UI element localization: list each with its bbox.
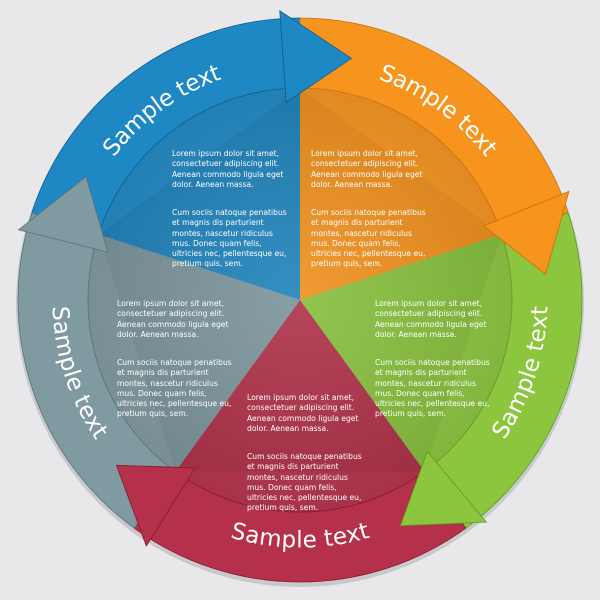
segment-green-arrow <box>399 450 488 527</box>
segment-gray-paragraph-2: Cum sociis natoque penatibus et magnis d… <box>117 358 232 419</box>
segment-orange-text: Lorem ipsum dolor sit amet, consectetuer… <box>311 139 461 280</box>
segment-red-text: Lorem ipsum dolor sit amet, consectetuer… <box>247 383 397 524</box>
segment-orange-paragraph-2: Cum sociis natoque penatibus et magnis d… <box>311 208 426 269</box>
segment-gray-text: Lorem ipsum dolor sit amet, consectetuer… <box>117 289 267 430</box>
segment-blue-paragraph-2: Cum sociis natoque penatibus et magnis d… <box>172 208 287 269</box>
segment-orange-arrow <box>482 190 570 275</box>
segment-green-paragraph-2: Cum sociis natoque penatibus et magnis d… <box>375 358 490 419</box>
segment-blue-paragraph-1: Lorem ipsum dolor sit amet, consectetuer… <box>172 149 284 189</box>
segment-gray-band <box>17 212 176 529</box>
segment-gray-arrow <box>17 175 109 253</box>
segment-blue-text: Lorem ipsum dolor sit amet, consectetuer… <box>172 139 322 280</box>
segment-orange-paragraph-1: Lorem ipsum dolor sit amet, consectetuer… <box>311 149 423 189</box>
segment-blue-arrow <box>279 9 353 104</box>
segment-red-arrow <box>115 464 196 547</box>
segment-green-paragraph-1: Lorem ipsum dolor sit amet, consectetuer… <box>375 299 487 339</box>
circle-gloss <box>18 18 582 582</box>
segment-red-paragraph-2: Cum sociis natoque penatibus et magnis d… <box>247 452 362 513</box>
segment-red-paragraph-1: Lorem ipsum dolor sit amet, consectetuer… <box>247 393 359 433</box>
segment-green-text: Lorem ipsum dolor sit amet, consectetuer… <box>375 289 525 430</box>
segment-gray-paragraph-1: Lorem ipsum dolor sit amet, consectetuer… <box>117 299 229 339</box>
